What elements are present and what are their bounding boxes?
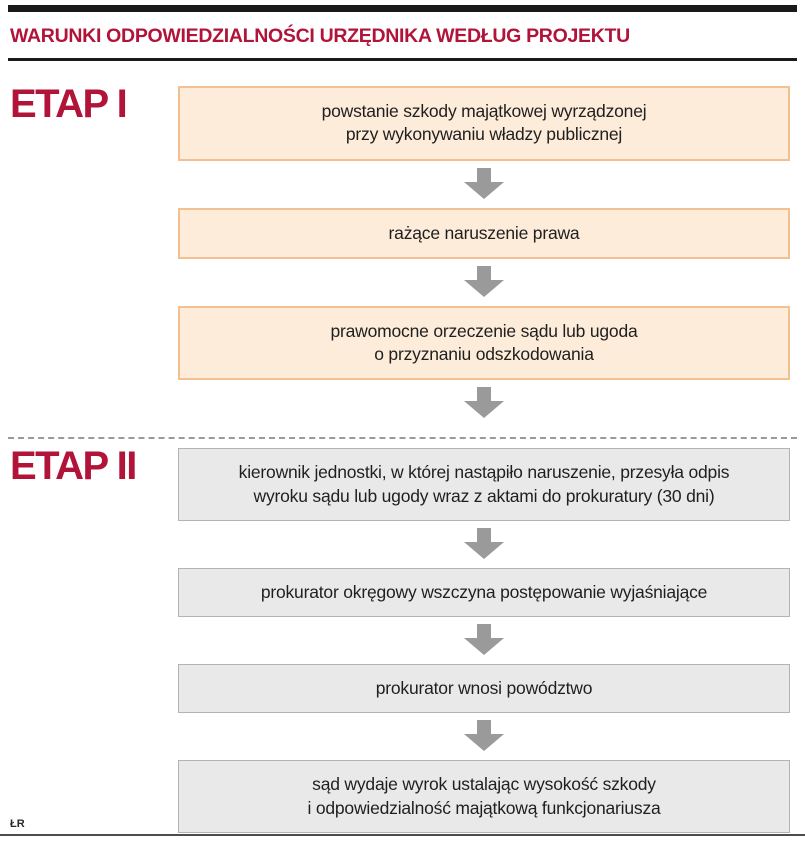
bottom-divider-rule [0, 834, 805, 836]
arrow-down-icon [464, 167, 504, 199]
flow-step-box: prawomocne orzeczenie sądu lub ugoda o p… [178, 305, 790, 381]
title-divider-rule [8, 58, 797, 61]
stage-label-etap-2: ETAP II [10, 444, 137, 489]
author-credit: ŁR [10, 818, 25, 830]
arrow-down-icon [464, 265, 504, 297]
stage-separator-dashed-line [8, 437, 797, 440]
flow-step-box: sąd wydaje wyrok ustalając wysokość szko… [178, 760, 790, 833]
arrow-down-icon [464, 387, 504, 419]
flow-step-box: rażące naruszenie prawa [178, 207, 790, 259]
flow-step-box: prokurator wnosi powództwo [178, 664, 790, 714]
flow-step-box: powstanie szkody majątkowej wyrządzonej … [178, 86, 790, 161]
flow-step-box: prokurator okręgowy wszczyna postępowani… [178, 567, 790, 618]
stage-etap-2: ETAP II kierownik jednostki, w której na… [0, 444, 805, 833]
stage-1-flow: powstanie szkody majątkowej wyrządzonej … [178, 86, 790, 427]
arrow-down-icon [464, 624, 504, 656]
arrow-down-icon [464, 720, 504, 752]
stage-label-etap-1: ETAP I [10, 82, 128, 126]
stage-2-flow: kierownik jednostki, w której nastąpiło … [178, 448, 790, 833]
arrow-down-icon [464, 527, 504, 559]
flow-step-box: kierownik jednostki, w której nastąpiło … [178, 448, 790, 521]
stage-etap-1: ETAP I powstanie szkody majątkowej wyrzą… [0, 82, 805, 427]
infographic-page: WARUNKI ODPOWIEDZIALNOŚCI URZĘDNIKA WEDŁ… [0, 5, 805, 844]
page-title: WARUNKI ODPOWIEDZIALNOŚCI URZĘDNIKA WEDŁ… [10, 25, 630, 47]
top-divider-bar [8, 5, 797, 12]
